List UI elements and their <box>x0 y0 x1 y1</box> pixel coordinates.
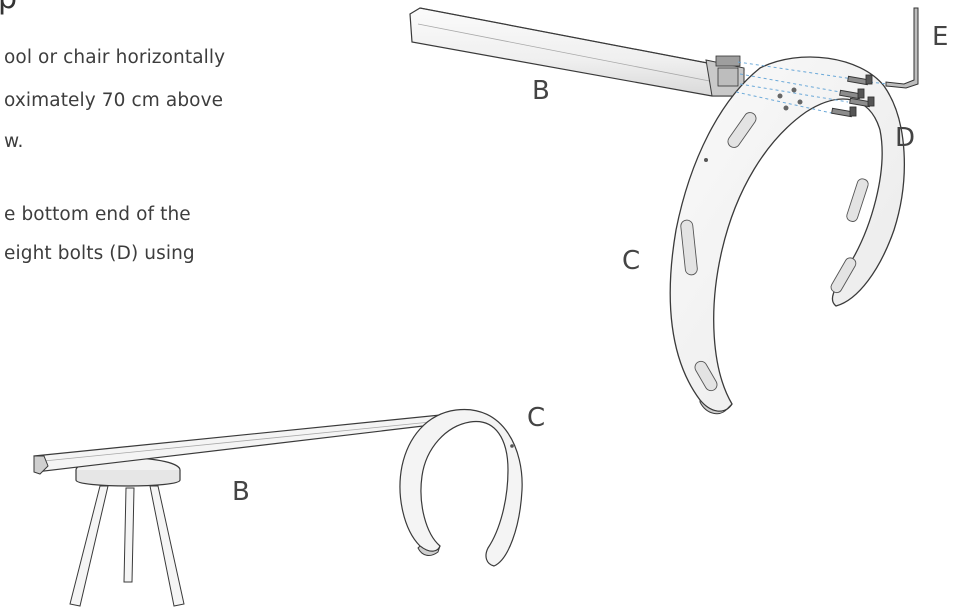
label-top-bar-b: B <box>532 76 550 106</box>
stool <box>70 458 184 606</box>
hex-key-part-e <box>886 8 918 88</box>
top-base-part-c <box>670 57 904 414</box>
label-top-base-c: C <box>622 246 640 276</box>
bottom-base-part-c <box>400 409 522 566</box>
label-bottom-bar-b: B <box>232 477 250 507</box>
label-hex-key-e: E <box>932 22 948 52</box>
label-bolts-d: D <box>895 123 915 153</box>
top-bar-part-b <box>410 8 744 96</box>
label-bottom-base-c: C <box>527 403 545 433</box>
